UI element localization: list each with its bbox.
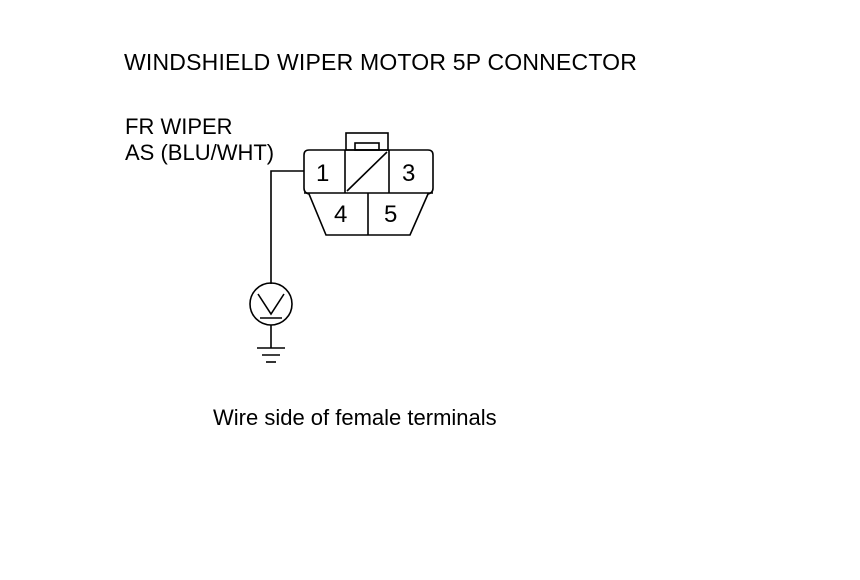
probe-wire [270, 170, 304, 284]
wire-label-line2: AS (BLU/WHT) [125, 140, 275, 165]
voltmeter-v-symbol [257, 293, 285, 316]
terminal-3-label: 3 [402, 160, 415, 187]
connector-lock-tab [345, 132, 389, 151]
terminal-4-label: 4 [334, 201, 347, 228]
terminal-5-label: 5 [384, 201, 397, 228]
connector-lock-inner [354, 142, 380, 151]
ground-icon [257, 347, 285, 363]
wire-label-line1: FR WIPER [125, 114, 233, 139]
diagram-caption: Wire side of female terminals [213, 405, 497, 430]
wire-label: FR WIPER AS (BLU/WHT) [125, 114, 274, 166]
terminal-1-label: 1 [316, 160, 329, 187]
diagram-title: WINDSHIELD WIPER MOTOR 5P CONNECTOR [124, 49, 638, 75]
unused-terminal-slash [346, 151, 388, 192]
